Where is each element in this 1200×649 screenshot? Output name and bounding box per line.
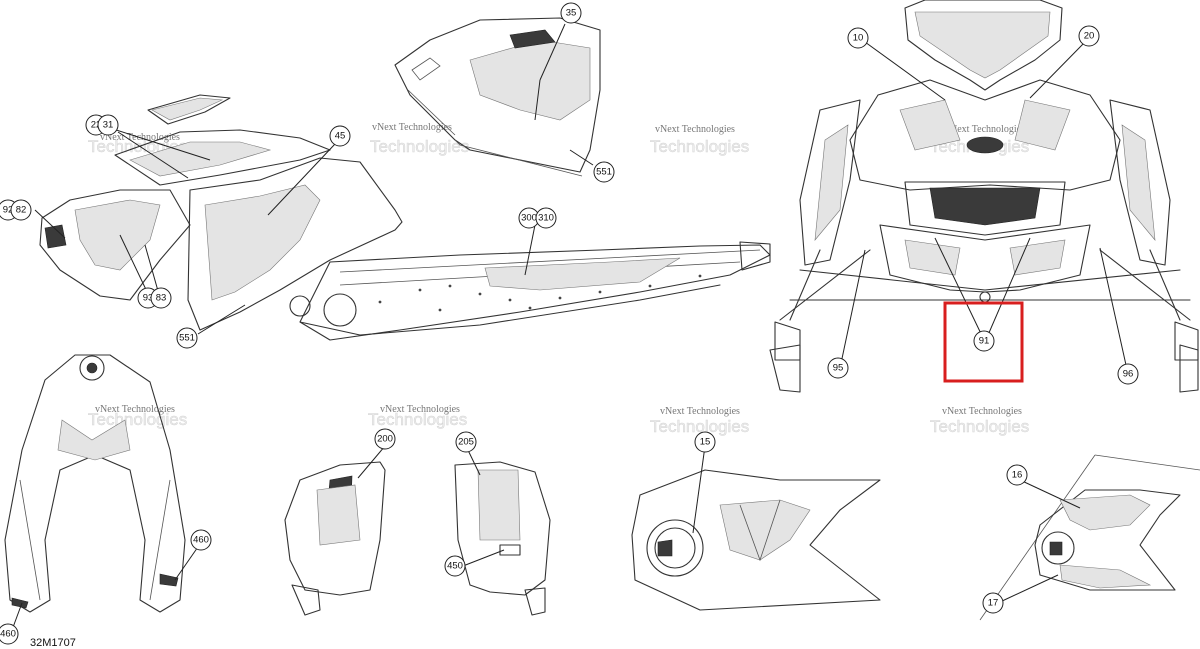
console-drawing <box>631 469 881 611</box>
svg-text:93: 93 <box>143 293 154 304</box>
side-panel-left-drawing <box>284 461 386 616</box>
watermark-small: vNext Technologies <box>95 404 175 415</box>
svg-text:460: 460 <box>193 535 209 546</box>
callout-460: 460 <box>190 529 212 551</box>
svg-text:460: 460 <box>0 629 16 640</box>
svg-text:95: 95 <box>833 363 844 374</box>
svg-text:91: 91 <box>979 336 990 347</box>
small-console-drawing <box>979 454 1200 621</box>
callout-17: 17 <box>982 592 1004 614</box>
highlight-box <box>943 301 1024 383</box>
front-panel-drawing <box>4 354 186 613</box>
watermark-small: vNext Technologies <box>380 404 460 415</box>
callout-45: 45 <box>329 125 351 147</box>
side-panel-right-drawing <box>454 461 551 616</box>
svg-text:200: 200 <box>377 434 393 445</box>
svg-text:551: 551 <box>179 333 195 344</box>
svg-text:17: 17 <box>988 598 999 609</box>
callout-310: 310 <box>535 207 557 229</box>
svg-text:15: 15 <box>700 437 711 448</box>
callout-31: 31 <box>97 114 119 136</box>
svg-text:310: 310 <box>538 213 554 224</box>
svg-text:35: 35 <box>566 8 577 19</box>
watermark-large: Technologies <box>930 417 1029 436</box>
svg-text:205: 205 <box>458 437 474 448</box>
callout-551: 551 <box>593 161 615 183</box>
callout-15: 15 <box>694 431 716 453</box>
watermark-large: Technologies <box>368 410 467 429</box>
callout-450: 450 <box>444 555 466 577</box>
svg-text:22: 22 <box>91 120 102 131</box>
callout-20: 20 <box>1078 25 1100 47</box>
svg-text:96: 96 <box>1123 369 1134 380</box>
callout-82: 82 <box>10 199 32 221</box>
front-view-drawing <box>769 0 1199 393</box>
svg-text:82: 82 <box>16 205 27 216</box>
svg-text:92: 92 <box>3 205 14 216</box>
svg-text:16: 16 <box>1012 470 1023 481</box>
callout-10: 10 <box>847 27 869 49</box>
watermark-small: vNext Technologies <box>945 124 1025 135</box>
watermark-small: vNext Technologies <box>655 124 735 135</box>
callout-83: 83 <box>150 287 172 309</box>
callout-205: 205 <box>455 431 477 453</box>
callout-96: 96 <box>1117 363 1139 385</box>
callout-95: 95 <box>827 357 849 379</box>
callout-16: 16 <box>1006 464 1028 486</box>
svg-text:20: 20 <box>1084 31 1095 42</box>
watermark-large: Technologies <box>650 417 749 436</box>
svg-text:450: 450 <box>447 561 463 572</box>
callout-460: 460 <box>0 623 19 645</box>
callout-35: 35 <box>560 2 582 24</box>
callouts: 35 551 22 31 45 92 82 93 83 300 310 551 … <box>0 2 1139 645</box>
callout-200: 200 <box>374 428 396 450</box>
callout-551: 551 <box>176 327 198 349</box>
callout-91: 91 <box>973 330 995 352</box>
watermark-small: vNext Technologies <box>942 406 1022 417</box>
svg-text:10: 10 <box>853 33 864 44</box>
svg-text:31: 31 <box>103 120 114 131</box>
watermark-large: Technologies <box>650 137 749 156</box>
watermark-small: vNext Technologies <box>660 406 740 417</box>
watermark-small: vNext Technologies <box>372 122 452 133</box>
leader-lines <box>11 23 1129 631</box>
watermark-large: Technologies <box>370 137 469 156</box>
svg-text:83: 83 <box>156 293 167 304</box>
svg-text:551: 551 <box>596 167 612 178</box>
svg-text:300: 300 <box>521 213 537 224</box>
svg-text:45: 45 <box>335 131 346 142</box>
side-panel-drawing <box>394 17 601 177</box>
figure-code: 32M1707 <box>30 637 76 649</box>
side-view-drawing <box>39 94 771 341</box>
grille-pattern <box>929 187 1041 226</box>
